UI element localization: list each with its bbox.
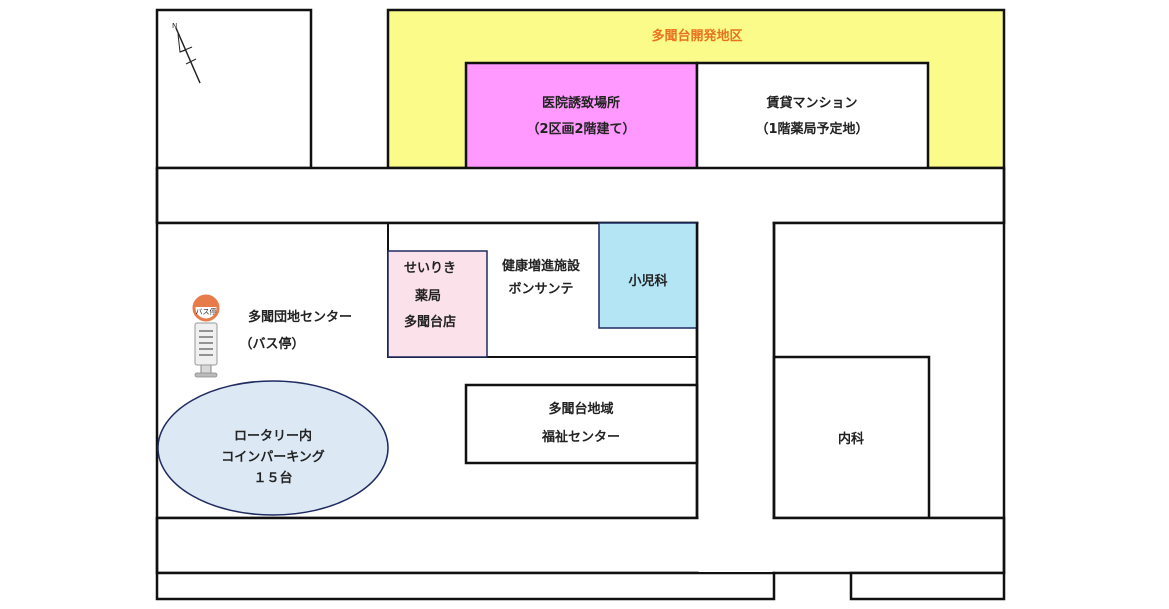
development-area-label: 多聞台開発地区 <box>651 28 742 44</box>
pediatrics-label: 小児科 <box>628 273 667 289</box>
pharmacy-building <box>387 250 488 358</box>
rotary-parking-area <box>157 380 389 516</box>
pharmacy-label-line3: 多聞台店 <box>404 314 456 330</box>
bus-center-label-line2: （バス停） <box>239 336 304 352</box>
block-top-left <box>155 8 313 170</box>
compass-north-label: N <box>172 22 177 30</box>
rotary-parking-label-line3: １５台 <box>253 470 292 486</box>
internal-medicine-label: 内科 <box>838 431 864 447</box>
rental-mansion-label-line1: 賃貸マンション <box>765 95 857 111</box>
clinic-site-building <box>464 61 699 171</box>
road-bottom-interior <box>159 519 1002 572</box>
welfare-center-label-line2: 福祉センター <box>541 429 620 445</box>
health-facility-label-line1: 健康増進施設 <box>502 258 581 274</box>
compass-icon: N <box>172 22 201 84</box>
clinic-site-label-line2: （2区画2階建て） <box>526 121 635 137</box>
rental-mansion-building <box>695 61 930 171</box>
block-bottom-left <box>155 571 776 601</box>
clinic-site-label-line1: 医院誘致場所 <box>542 95 620 111</box>
welfare-center-building <box>464 383 699 465</box>
rotary-parking-label-line1: ロータリー内 <box>234 428 312 444</box>
rotary-parking-label-line2: コインパーキング <box>221 449 325 465</box>
welfare-center-label-line1: 多聞台地域 <box>548 401 613 417</box>
health-facility-label-line2: ボンサンテ <box>508 281 573 297</box>
pharmacy-label-line2: 薬局 <box>414 288 441 304</box>
pharmacy-label-line1: せいりき <box>404 261 456 276</box>
rental-mansion-label-line2: （1階薬局予定地） <box>755 121 868 137</box>
road-vertical <box>698 170 773 572</box>
bus-stop-icon: バス停 <box>192 294 220 378</box>
bus-stop-sign-text: バス停 <box>196 307 217 316</box>
road-top-interior <box>159 169 1002 222</box>
bus-center-label-line1: 多聞団地センター <box>248 309 352 325</box>
block-bottom-right <box>849 571 1006 601</box>
